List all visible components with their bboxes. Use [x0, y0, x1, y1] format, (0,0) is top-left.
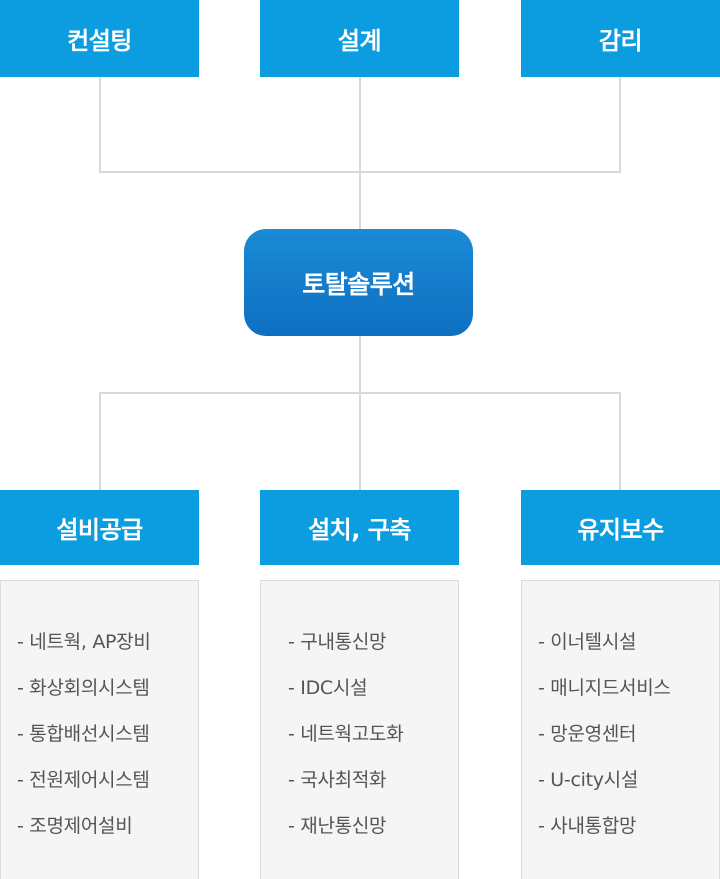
list-item: - 사내통합망	[538, 815, 637, 837]
list-item: - 화상회의시스템	[17, 677, 150, 699]
list-item: - IDC시설	[288, 677, 368, 699]
connector-bottom-center-vertical	[359, 336, 361, 490]
center-total-solution: 토탈솔루션	[244, 229, 473, 336]
panel-equipment-supply: - 네트웍, AP장비 - 화상회의시스템 - 통합배선시스템 - 전원제어시스…	[0, 580, 199, 879]
connector-bottom-left-vertical	[99, 392, 101, 490]
box-maintenance: 유지보수	[521, 490, 720, 565]
list-item: - 조명제어설비	[17, 815, 133, 837]
connector-bottom-right-vertical	[619, 392, 621, 490]
list-item: - 재난통신망	[288, 815, 387, 837]
list-item: - 네트웍고도화	[288, 723, 404, 745]
list-item: - 통합배선시스템	[17, 723, 150, 745]
box-equipment-supply: 설비공급	[0, 490, 199, 565]
list-item: - U-city시설	[538, 769, 639, 791]
connector-top-left-vertical	[99, 77, 101, 173]
list-item: - 국사최적화	[288, 769, 387, 791]
connector-top-right-vertical	[619, 77, 621, 173]
panel-maintenance: - 이너텔시설 - 매니지드서비스 - 망운영센터 - U-city시설 - 사…	[521, 580, 720, 879]
list-item: - 망운영센터	[538, 723, 637, 745]
list-item: - 매니지드서비스	[538, 677, 671, 699]
list-item: - 네트웍, AP장비	[17, 631, 151, 653]
box-design: 설계	[260, 0, 459, 77]
connector-top-center-vertical	[359, 77, 361, 229]
box-supervision: 감리	[521, 0, 720, 77]
box-installation: 설치, 구축	[260, 490, 459, 565]
list-item: - 이너텔시설	[538, 631, 637, 653]
list-item: - 구내통신망	[288, 631, 387, 653]
connector-top-horizontal	[99, 171, 621, 173]
list-item: - 전원제어시스템	[17, 769, 150, 791]
panel-installation: - 구내통신망 - IDC시설 - 네트웍고도화 - 국사최적화 - 재난통신망	[260, 580, 459, 879]
box-consulting: 컨설팅	[0, 0, 199, 77]
connector-bottom-horizontal	[99, 392, 621, 394]
